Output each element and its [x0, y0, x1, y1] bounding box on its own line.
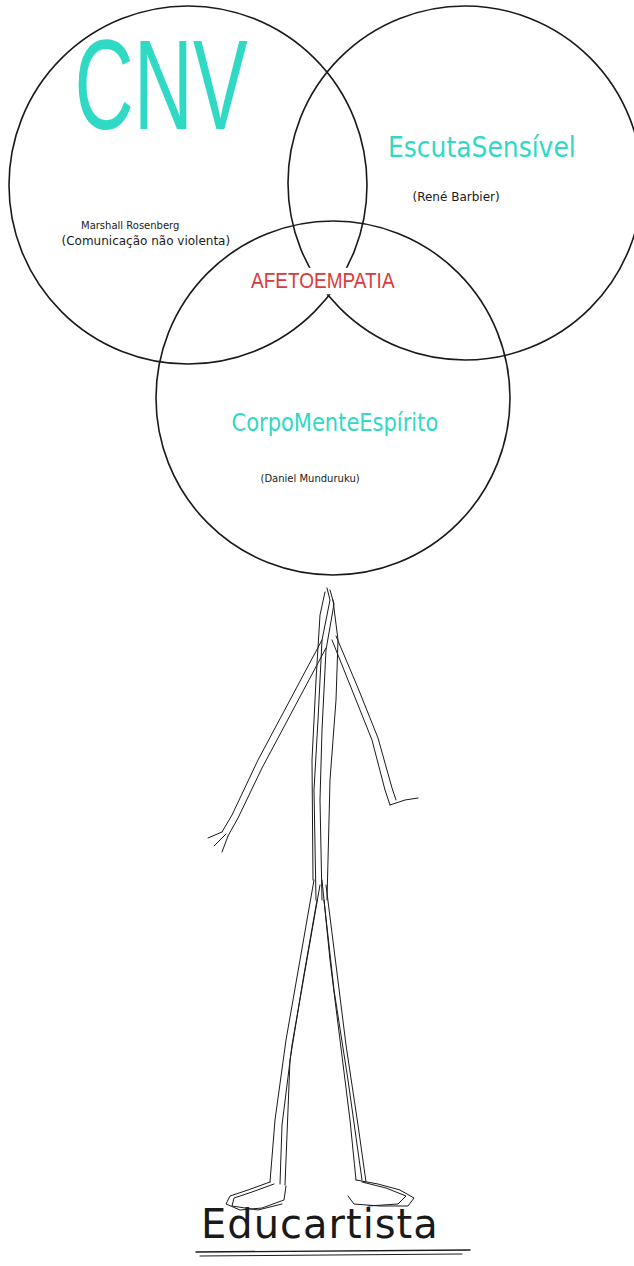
author-name: Marshall Rosenberg [81, 220, 179, 232]
circle-outline [288, 6, 634, 360]
body-stroke [320, 590, 334, 900]
leg-stroke [285, 900, 317, 1185]
intersection-label: AFETOEMPATIA [248, 268, 398, 294]
arm-stroke [332, 640, 390, 805]
concept-title: EscutaSensível [388, 132, 576, 164]
concept-title: CorpoMenteEspírito [232, 409, 439, 437]
subtitle-note: (René Barbier) [413, 191, 500, 205]
caption-underline [196, 1250, 470, 1252]
text-slot: CorpoMenteEspírito [232, 411, 439, 435]
hand-stroke [208, 832, 228, 852]
text-slot: Educartista [201, 1201, 439, 1247]
arm-stroke [222, 640, 322, 832]
leg-stroke [324, 900, 362, 1180]
hand-stroke [390, 798, 418, 805]
text-slot: (Daniel Munduruku) [261, 468, 360, 486]
text-slot: (René Barbier) [413, 187, 500, 205]
acronym-title: CNV [75, 13, 248, 159]
leg-stroke [326, 885, 366, 1182]
text-slot: Marshall Rosenberg [81, 215, 179, 233]
leg-stroke [270, 880, 314, 1182]
concept-circle: CNV Marshall Rosenberg (Comunicação não vi… [8, 5, 368, 365]
circle-outline [287, 5, 634, 361]
figure-caption: Educartista [201, 1201, 439, 1247]
text-slot: EscutaSensível [388, 134, 576, 163]
body-stroke [327, 600, 338, 900]
text-slot: CNV [75, 39, 248, 133]
arm-stroke [228, 648, 326, 836]
text-slot: (Comunicação não violenta) [62, 231, 231, 249]
text-slot: AFETOEMPATIA [248, 270, 398, 292]
author-name: (Daniel Munduruku) [261, 473, 360, 485]
circle-outline [9, 6, 367, 364]
body-stroke [312, 592, 325, 880]
arm-stroke [336, 636, 396, 800]
caption-underline [200, 1254, 462, 1256]
subtitle-note: (Comunicação não violenta) [62, 235, 231, 249]
leg-stroke [280, 885, 320, 1184]
concept-circle: EscutaSensível (René Barbier) [287, 5, 634, 361]
circle-outline [156, 221, 510, 575]
